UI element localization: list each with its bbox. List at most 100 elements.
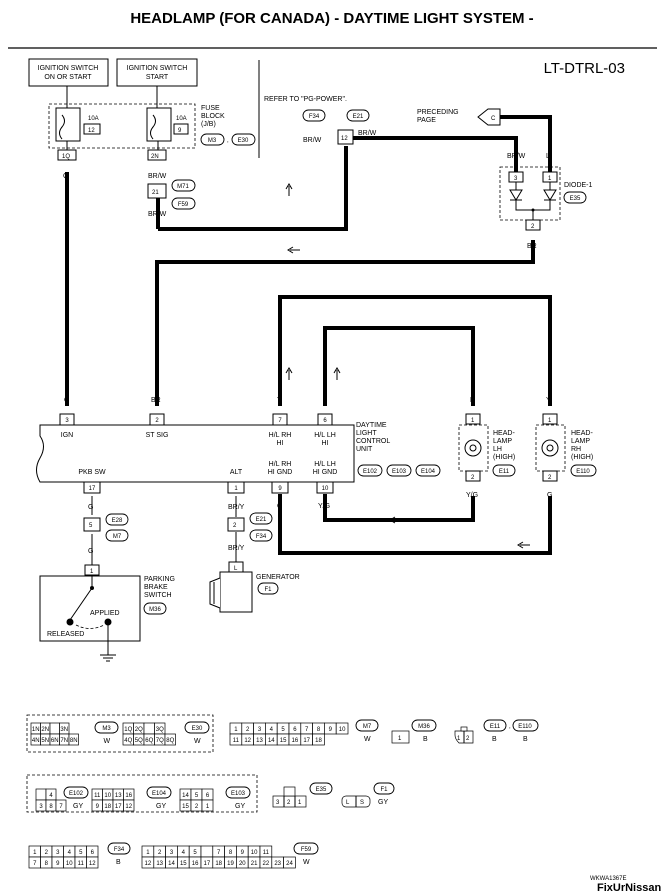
connector-color: W xyxy=(194,738,201,745)
ignition-label: START xyxy=(146,74,169,81)
cell-label: 11 xyxy=(78,861,85,867)
connector-color: B xyxy=(492,736,497,743)
cell-label: 19 xyxy=(227,861,234,867)
ref-pill: E110 xyxy=(518,724,532,730)
wire-color-label: BR/W xyxy=(303,137,322,144)
wire-color-label: BR xyxy=(151,397,161,404)
cell-label: 1 xyxy=(234,727,238,733)
fuse-icon xyxy=(59,114,65,140)
cell-label: 2 xyxy=(466,736,470,742)
cell-label: 11 xyxy=(233,738,240,744)
connector-cell xyxy=(49,722,60,735)
connector-cell xyxy=(164,733,176,746)
ref-pill-label: M7 xyxy=(363,724,372,730)
generator-label: GENERATOR xyxy=(256,574,300,581)
wire-l-lh xyxy=(323,326,475,406)
unit-label: UNIT xyxy=(356,446,373,453)
generator-pulley-icon xyxy=(209,577,221,609)
headlamp-label: HEAD- xyxy=(571,430,593,437)
connector-label: 1Q xyxy=(62,154,70,160)
pin-name: HI GND xyxy=(313,469,338,476)
pin-name: ST SIG xyxy=(146,432,169,439)
pin-number: 7 xyxy=(278,418,282,424)
cell-label: 7 xyxy=(305,727,309,733)
ref-pill-label: E102 xyxy=(69,791,84,797)
ref-pill: E21 xyxy=(353,114,364,120)
fuse-block-label: BLOCK xyxy=(201,113,225,120)
cell-label: 3 xyxy=(56,850,60,856)
cell-label: 2 xyxy=(45,850,49,856)
wire-color-label: Y/G xyxy=(318,503,330,510)
headlamp-rh: 1 2 HEAD- LAMP RH (HIGH) E110 xyxy=(535,413,597,482)
connector-cell xyxy=(200,845,214,858)
cell-label: 2Q xyxy=(135,727,143,733)
ref-pill: E21 xyxy=(256,517,267,523)
wire-color-label: L xyxy=(470,397,474,404)
connector-color: GY xyxy=(156,803,166,810)
wire-l-preceding xyxy=(500,115,552,178)
cell-label: 22 xyxy=(263,861,270,867)
connector-2 xyxy=(227,517,245,532)
unit-pin-bottom xyxy=(83,481,101,494)
cell-label: 14 xyxy=(182,793,189,799)
pin-name: IGN xyxy=(61,432,73,439)
connector-number: 5 xyxy=(89,523,93,529)
ref-pill xyxy=(355,719,379,732)
cell-label: 6 xyxy=(206,793,210,799)
pin-name: PKB SW xyxy=(78,469,106,476)
diode-icon xyxy=(543,189,557,201)
cell-label: 3N xyxy=(60,727,68,733)
cell-label: 23 xyxy=(274,861,281,867)
connector-5 xyxy=(83,517,101,532)
footer-code: WKWA1367E xyxy=(590,876,626,882)
cell-label: 4 xyxy=(182,850,186,856)
wire-color-label: L xyxy=(323,397,327,404)
connector-cell xyxy=(123,799,135,812)
headlamp-label: (HIGH) xyxy=(493,454,515,461)
cell-label: 12 xyxy=(145,861,152,867)
ref-pill: M71 xyxy=(177,184,189,190)
cell-label: 10 xyxy=(339,727,346,733)
ref-pill: E28 xyxy=(112,518,123,524)
wire-color-label: G xyxy=(277,503,282,510)
connector-1q xyxy=(57,149,77,161)
pin-name: H/L RH xyxy=(269,461,292,468)
ref-pill: E35 xyxy=(316,787,327,793)
cell-label: 9 xyxy=(241,850,245,856)
cell-label: 3 xyxy=(39,804,43,810)
ground-icon xyxy=(100,654,116,662)
cell-label: 5 xyxy=(281,727,285,733)
fuse-9 xyxy=(146,107,172,142)
connector-color: GY xyxy=(235,803,245,810)
ref-sep: , xyxy=(227,138,229,144)
unit-pin-top xyxy=(149,413,165,426)
connector-cell xyxy=(35,788,47,801)
arrow-left-icon xyxy=(287,246,300,254)
wire-color-label: BR/Y xyxy=(228,504,245,511)
cell-label: 17 xyxy=(303,738,310,744)
wire-color-label: G xyxy=(88,548,93,555)
cell-label: 18 xyxy=(104,804,111,810)
connector-number: 2 xyxy=(233,523,237,529)
pin-name: HI xyxy=(277,440,284,447)
refer-power-text: REFER TO "PG-POWER". xyxy=(264,96,347,103)
unit-pin-top xyxy=(59,413,75,426)
pin-name: HI GND xyxy=(268,469,293,476)
cell-label: 9 xyxy=(96,804,100,810)
ref-pill: F59 xyxy=(178,202,189,208)
ref-sep: , xyxy=(509,724,511,730)
switch-state-label: APPLIED xyxy=(90,610,120,617)
bulb-icon xyxy=(546,444,554,452)
ref-pill: M36 xyxy=(149,607,161,613)
cell-label: 1N xyxy=(32,727,40,733)
connector-color: GY xyxy=(378,799,388,806)
cell-label: 1 xyxy=(298,800,302,806)
generator-body xyxy=(219,571,253,613)
cell-label: 15 xyxy=(180,861,187,867)
ref-pill-label: E104 xyxy=(152,791,167,797)
cell-label: 6 xyxy=(91,850,95,856)
